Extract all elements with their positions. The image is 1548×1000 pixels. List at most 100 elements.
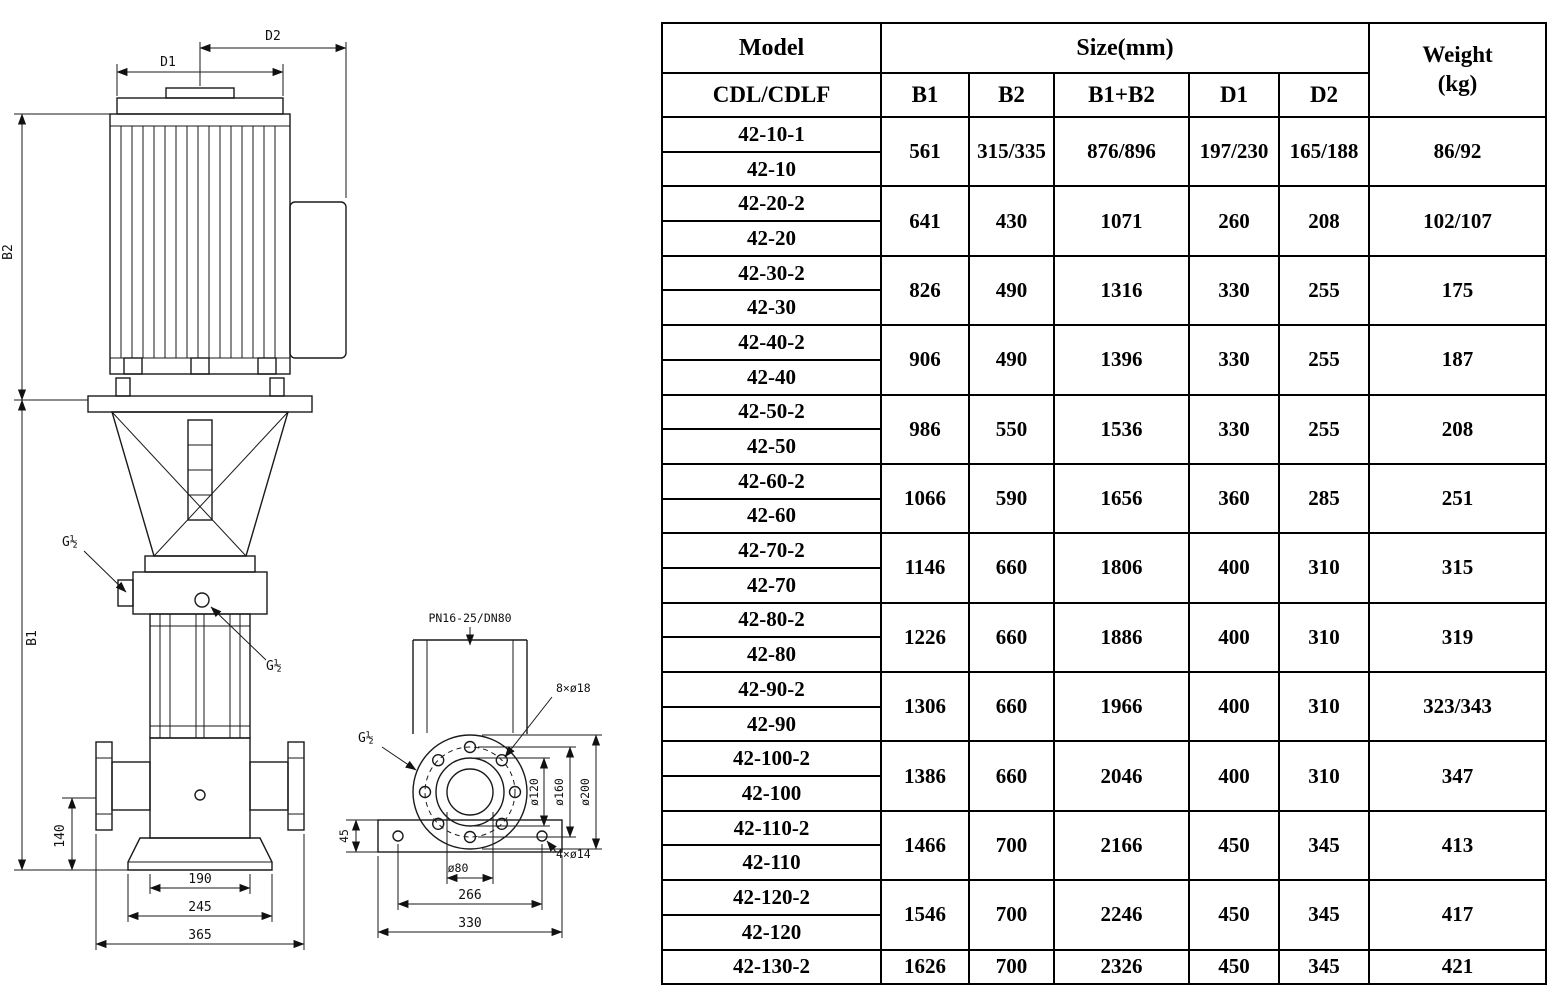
weight-cell: 175 [1368, 254, 1547, 327]
b1b2-cell: 1656 [1053, 462, 1190, 535]
table-row: 42-90 [661, 705, 1546, 743]
dia-160-label: ø160 [552, 778, 566, 806]
bolt-circle [424, 746, 516, 838]
pipe-column [412, 639, 528, 734]
model-cell: 42-80 [661, 636, 882, 673]
b2-cell: 590 [968, 462, 1055, 535]
model-cell: 42-130-2 [661, 948, 882, 986]
dim-dia80: ø80 [446, 812, 494, 884]
motor-foot-right [257, 357, 277, 375]
discharge-neck [249, 761, 289, 811]
d2-cell: 345 [1278, 809, 1370, 882]
dim-330-label: 330 [458, 916, 481, 931]
weight-cell: 102/107 [1368, 185, 1547, 257]
header-d2: D2 [1278, 72, 1370, 118]
pump-base [127, 837, 273, 871]
stack-lines [150, 614, 250, 738]
motor-fins [120, 126, 276, 358]
dim-d2: D2 [199, 29, 347, 198]
b1-cell: 1146 [880, 532, 970, 604]
dim-b1-label: B1 [25, 630, 40, 646]
dim-245-label: 245 [188, 900, 211, 915]
dim-d1: D1 [116, 55, 284, 96]
pump-technical-drawing: D2 D1 B2 B1 G½ [1, 29, 602, 950]
weight-cell: 251 [1368, 462, 1547, 535]
table-row: 42-30 [661, 289, 1546, 327]
chamber-stack [149, 613, 251, 739]
b1-cell: 1626 [880, 948, 970, 986]
dia-200-label: ø200 [578, 778, 592, 806]
model-cell: 42-80-2 [661, 601, 882, 639]
port-mid-label: G½ [266, 659, 282, 674]
b2-cell: 660 [968, 740, 1055, 812]
b2-cell: 550 [968, 393, 1055, 465]
terminal-box [289, 201, 347, 359]
b2-cell: 660 [968, 670, 1055, 743]
b1-cell: 1306 [880, 670, 970, 743]
header-row-2: CDL/CDLF B1 B2 B1+B2 D1 D2 [661, 72, 1546, 118]
lantern-bracket [111, 411, 289, 557]
d2-cell: 345 [1278, 948, 1370, 986]
weight-cell: 86/92 [1368, 115, 1547, 188]
flange-port-label: G½ [358, 731, 374, 746]
lower-barrel [149, 737, 251, 839]
header-series: CDL/CDLF [661, 72, 882, 118]
flange-bolt-right [269, 377, 285, 397]
dim-140-label: 140 [53, 824, 68, 847]
model-cell: 42-20 [661, 220, 882, 257]
header-weight-line2: (kg) [1437, 71, 1478, 96]
b1b2-cell: 2166 [1053, 809, 1190, 882]
b1b2-cell: 2246 [1053, 879, 1190, 951]
weight-cell: 417 [1368, 879, 1547, 951]
dim-45: 45 [337, 819, 378, 853]
d1-cell: 330 [1188, 254, 1280, 327]
d1-cell: 400 [1188, 601, 1280, 674]
d1-cell: 330 [1188, 324, 1280, 396]
d1-cell: 197/230 [1188, 115, 1280, 188]
dim-190: 190 [149, 872, 251, 894]
b1-cell: 826 [880, 254, 970, 327]
model-cell: 42-50 [661, 428, 882, 465]
d2-cell: 310 [1278, 670, 1370, 743]
model-cell: 42-120-2 [661, 879, 882, 916]
model-cell: 42-70 [661, 566, 882, 604]
d2-cell: 345 [1278, 879, 1370, 951]
d1-cell: 360 [1188, 462, 1280, 535]
b2-cell: 660 [968, 601, 1055, 674]
header-b2: B2 [968, 72, 1055, 118]
model-cell: 42-20-2 [661, 185, 882, 223]
model-cell: 42-90 [661, 705, 882, 743]
b1-cell: 906 [880, 324, 970, 396]
b1b2-cell: 1536 [1053, 393, 1190, 465]
b1-cell: 1066 [880, 462, 970, 535]
motor-top-cap [165, 87, 235, 99]
d2-cell: 208 [1278, 185, 1370, 257]
header-row-1: Model Size(mm) Weight (kg) [661, 22, 1547, 118]
b1-cell: 986 [880, 393, 970, 465]
d2-cell: 165/188 [1278, 115, 1370, 188]
mounting-flange [87, 395, 313, 413]
drain-plug [194, 789, 206, 801]
model-cell: 42-110 [661, 844, 882, 882]
d1-cell: 450 [1188, 809, 1280, 882]
b1b2-cell: 1396 [1053, 324, 1190, 396]
motor-foot-left [123, 357, 143, 375]
bore-circle [446, 768, 494, 816]
weight-cell: 347 [1368, 740, 1547, 812]
header-size: Size(mm) [880, 22, 1370, 74]
b2-cell: 315/335 [968, 115, 1055, 188]
model-cell: 42-10-1 [661, 116, 882, 153]
d1-cell: 400 [1188, 532, 1280, 604]
table-row: 42-80 [661, 636, 1546, 673]
header-weight-line1: Weight [1422, 42, 1493, 68]
d1-cell: 330 [1188, 393, 1280, 465]
table-row: 42-100 [661, 775, 1546, 812]
b2-cell: 700 [968, 879, 1055, 951]
